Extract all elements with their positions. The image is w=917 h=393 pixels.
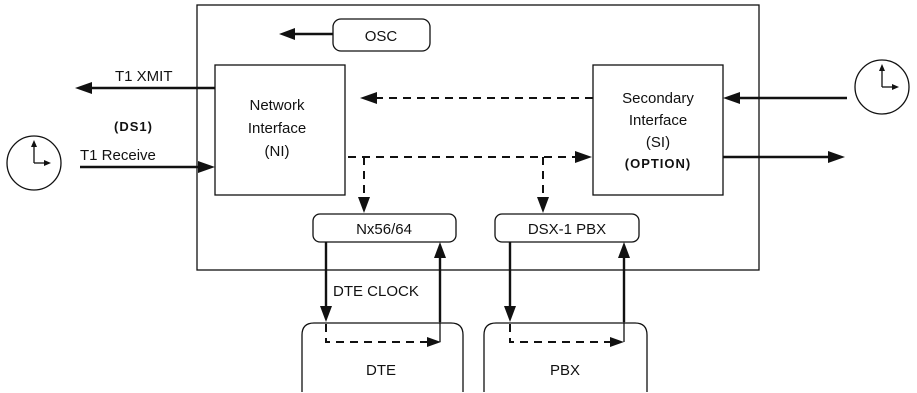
secondary-interface-box (592, 64, 724, 196)
si-label-line3: (SI) (646, 134, 670, 151)
ni-label-line2: Interface (248, 120, 306, 137)
pbx-label: PBX (550, 362, 580, 379)
dte-label: DTE (366, 362, 396, 379)
t1-receive-arrowhead (198, 161, 215, 173)
t1-receive-label: T1 Receive (80, 147, 156, 164)
si-to-ni-arrowhead (360, 92, 377, 104)
dte-internal-dashed (325, 324, 427, 343)
nx5664-label: Nx56/64 (356, 221, 412, 238)
pbx-internal-arrowhead (610, 337, 624, 347)
si-label-line1: Secondary (622, 90, 694, 107)
pbx-box (483, 322, 648, 392)
si-output-arrowhead (828, 151, 845, 163)
dsx-to-pbx-arrowhead (504, 306, 516, 322)
dte-box (301, 322, 464, 392)
ni-label-line3: (NI) (265, 143, 290, 160)
clock-to-si-arrowhead (723, 92, 740, 104)
t1-xmit-arrowhead (75, 82, 92, 94)
ni-to-si-arrowhead (575, 151, 592, 163)
network-interface-box (214, 64, 346, 196)
ds1-label: (DS1) (114, 119, 153, 134)
si-option-label: (OPTION) (625, 156, 692, 171)
dsx1-pbx-label: DSX-1 PBX (528, 221, 606, 238)
pbx-internal-dashed (509, 324, 610, 343)
dte-clock-label: DTE CLOCK (333, 283, 419, 300)
pbx-to-dsx-arrowhead (618, 242, 630, 258)
t1-xmit-label: T1 XMIT (115, 68, 173, 85)
branch-to-dsx-arrowhead (537, 197, 549, 213)
right-clock-icon (854, 59, 910, 115)
nx5664-box (312, 213, 457, 243)
nx-to-dte-arrowhead (320, 306, 332, 322)
osc-arrowhead (279, 28, 295, 40)
left-clock-icon (6, 135, 62, 191)
osc-label: OSC (365, 28, 398, 45)
branch-to-nx-arrowhead (358, 197, 370, 213)
ni-label-line1: Network (249, 97, 305, 114)
dte-internal-arrowhead (427, 337, 441, 347)
dte-to-nx-arrowhead (434, 242, 446, 258)
dsx1-pbx-box (494, 213, 640, 243)
si-label-line2: Interface (629, 112, 687, 129)
